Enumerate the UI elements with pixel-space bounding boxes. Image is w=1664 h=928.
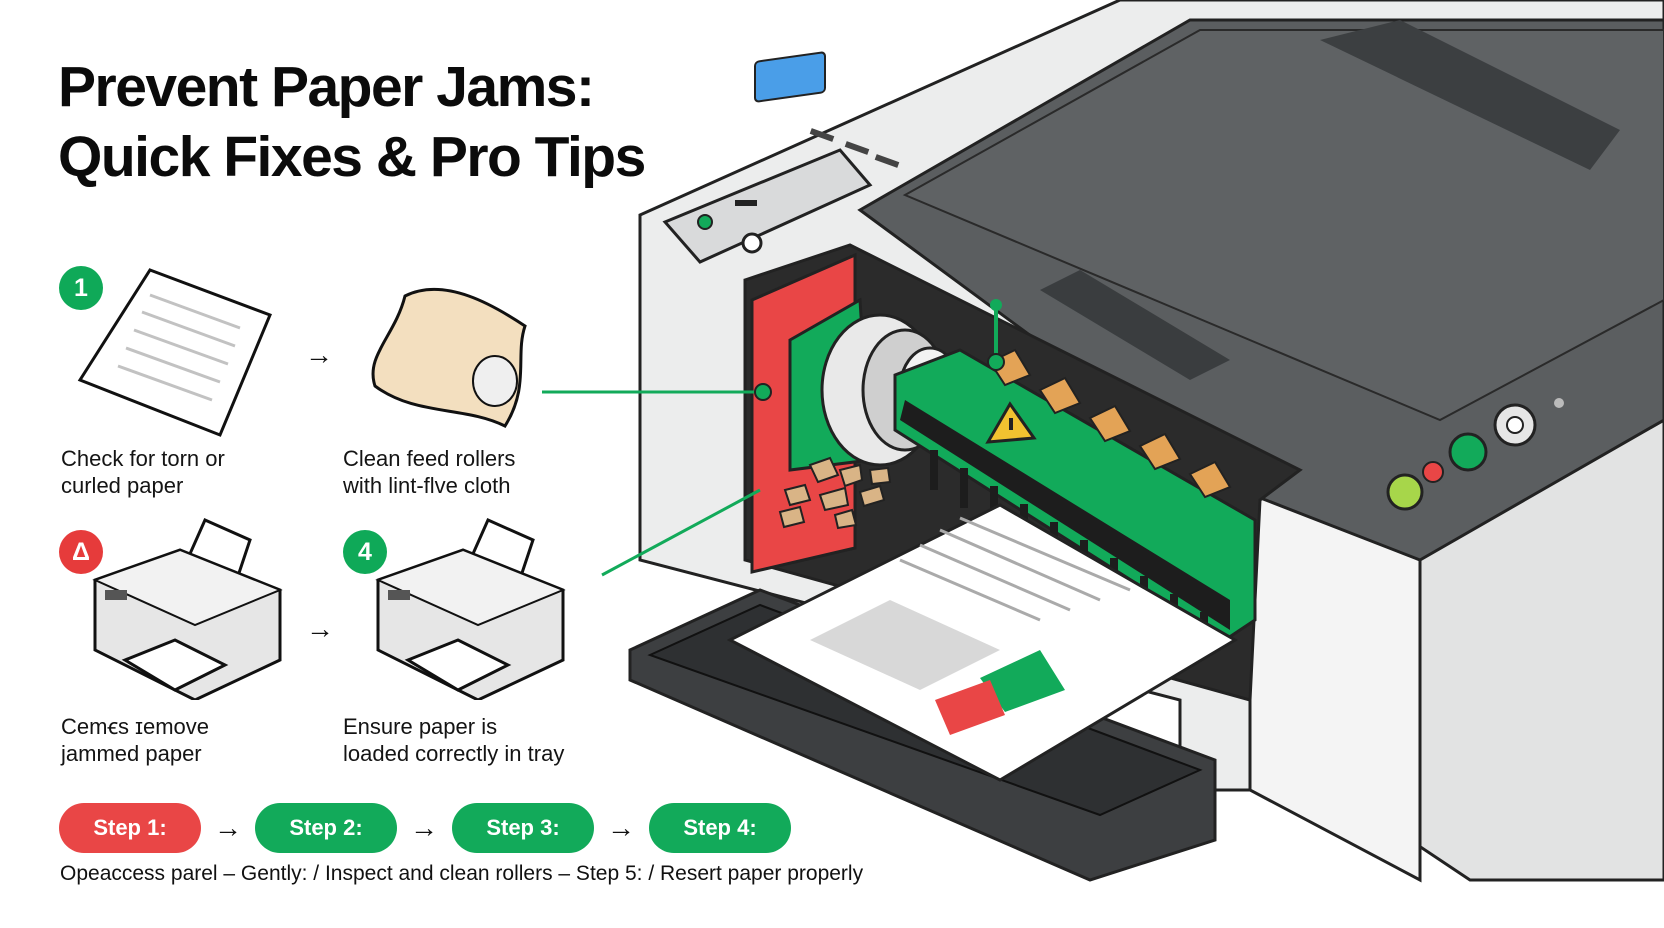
control-panel bbox=[662, 148, 873, 264]
title-line-2: Quick Fixes & Pro Tips bbox=[58, 125, 646, 189]
page-title: Prevent Paper Jams: Quick Fixes & Pro Ti… bbox=[58, 52, 646, 192]
display-screen bbox=[754, 51, 826, 103]
step-1-pill: Step 1: bbox=[59, 803, 201, 853]
green-led-icon bbox=[1448, 432, 1488, 472]
red-led-icon bbox=[1422, 461, 1444, 483]
step-4-badge: 4 bbox=[343, 530, 387, 574]
cleaning-cloth-icon bbox=[371, 287, 527, 428]
step-1-caption: Check for torn or curled paper bbox=[61, 446, 225, 498]
step-4-pill: Step 4: bbox=[649, 803, 791, 853]
step-2-pill: Step 2: bbox=[255, 803, 397, 853]
step-3-badge: Δ bbox=[59, 530, 103, 574]
step-2-caption: Clean feed rollers with lint-flve cloth bbox=[343, 446, 516, 498]
title-line-1: Prevent Paper Jams: bbox=[58, 55, 595, 119]
flow-arrow-icon: → bbox=[305, 339, 333, 370]
panel-button-icon bbox=[741, 232, 763, 254]
flow-arrow-icon: → bbox=[306, 613, 334, 644]
step-4-caption: Ensure paper is loaded correctly in tray bbox=[343, 714, 565, 766]
torn-paper-icon bbox=[77, 268, 272, 437]
step-1-badge: 1 bbox=[59, 266, 103, 310]
flow-arrow-icon: → bbox=[214, 812, 242, 843]
small-printer-icon bbox=[375, 518, 566, 700]
step-3-caption: Cemꞓs ɪemove jammed paper bbox=[61, 714, 209, 766]
flow-arrow-icon: → bbox=[607, 812, 635, 843]
step-3-pill: Step 3: bbox=[452, 803, 594, 853]
small-printer-icon bbox=[92, 518, 283, 700]
yellow-led-icon bbox=[1386, 473, 1424, 511]
flow-description: Opeaccess parel – Gently: / Inspect and … bbox=[60, 862, 864, 885]
panel-led-icon bbox=[697, 214, 713, 230]
flow-arrow-icon: → bbox=[410, 812, 438, 843]
